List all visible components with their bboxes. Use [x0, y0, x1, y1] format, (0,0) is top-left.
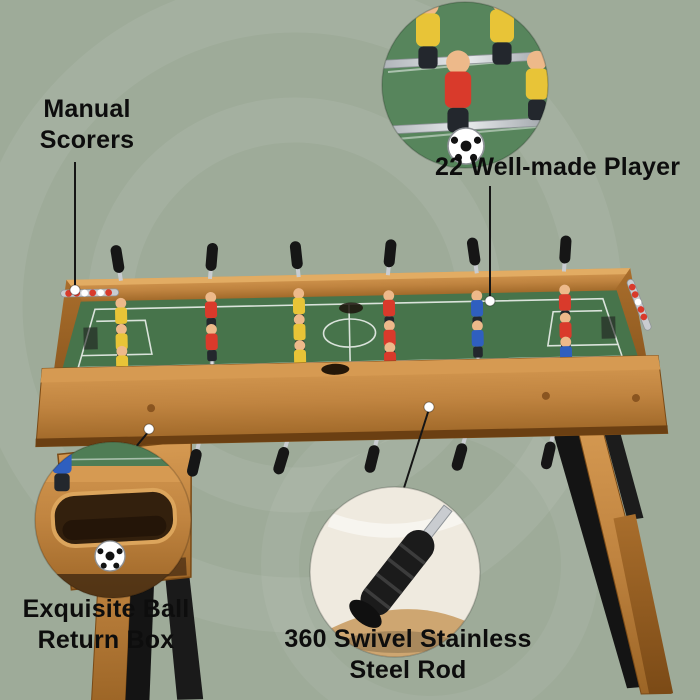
inset-ball-return-photo: [34, 441, 192, 599]
left-goal: [83, 327, 98, 350]
swivel-rod-line2: Steel Rod: [349, 655, 467, 684]
callout-dot-ball-return: [143, 423, 155, 435]
ball-entry-hole: [321, 363, 350, 375]
callout-dot-swivel-rod: [423, 401, 435, 413]
ball-return-line1: Exquisite Ball: [22, 595, 190, 623]
callout-label-swivel-rod: 360 Swivel Stainless Steel Rod: [272, 624, 544, 685]
leader-line-swivel-rod: [402, 408, 430, 492]
right-side-rail: [614, 268, 668, 434]
cup-hole: [339, 302, 364, 314]
callout-label-ball-return: Exquisite Ball Return Box: [8, 594, 204, 655]
manual-scorers-line1: Manual: [43, 95, 131, 123]
swivel-rod-line1: 360 Swivel Stainless: [284, 625, 532, 653]
rods-and-players: [96, 235, 573, 479]
callout-dot-well-made-player: [484, 295, 496, 307]
inset-players-photo: [381, 1, 549, 169]
callout-dot-manual-scorers: [69, 284, 81, 296]
manual-scorers-line2: Scorers: [39, 125, 135, 154]
ball-return-line2: Return Box: [37, 625, 175, 654]
front-rail: [35, 355, 669, 448]
callout-label-manual-scorers: Manual Scorers: [22, 94, 152, 155]
well-made-player-line1: 22 Well-made Player: [435, 153, 681, 181]
callout-label-well-made-player: 22 Well-made Player: [435, 152, 680, 183]
manual-scorer-right: [626, 279, 652, 331]
callout-leaders: [74, 162, 491, 492]
manual-scorer-left: [60, 288, 120, 298]
right-goal: [601, 316, 616, 339]
callout-dots: [69, 284, 496, 435]
inset-swivel-rod-photo: [309, 486, 481, 658]
top-grips: [110, 235, 572, 282]
